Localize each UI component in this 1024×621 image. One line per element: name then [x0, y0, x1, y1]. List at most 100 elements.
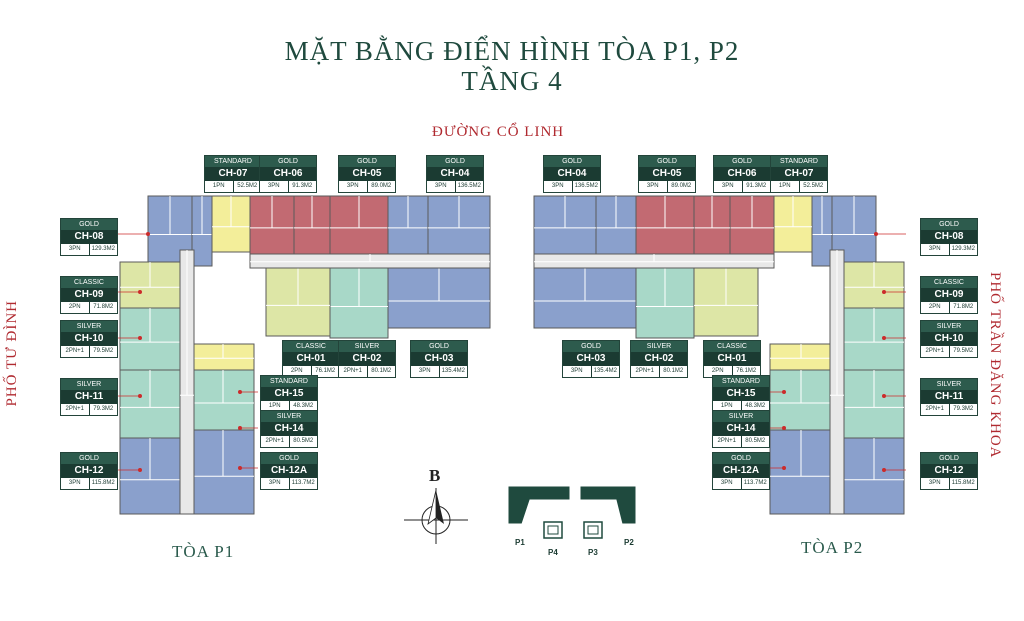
leader-dot [237, 425, 242, 430]
unit-area: 79.3M2 [948, 404, 978, 415]
unit-tier: STANDARD [771, 156, 827, 167]
unit-area: 89.0M2 [366, 181, 396, 192]
unit-beds: 1PN [720, 403, 733, 409]
tower-p2-label: TÒA P2 [801, 538, 864, 557]
unit-tier: GOLD [544, 156, 600, 167]
leader-dot [882, 335, 887, 340]
unit-tier: CLASSIC [283, 341, 339, 352]
p2-corridor-0-partition [830, 250, 844, 396]
unit-area: 80.5M2 [288, 436, 318, 447]
p2-unit-block-13-partition [844, 370, 904, 408]
unit-code: CH-05 [339, 167, 395, 181]
unit-beds: 1PN [212, 183, 225, 189]
unit-tier: GOLD [639, 156, 695, 167]
unit-beds: 3PN [721, 183, 734, 189]
p1-unit-block-4-partition [294, 196, 330, 229]
unit-beds: 2PN+1 [925, 406, 944, 412]
street-right-label: PHỐ TRẦN ĐĂNG KHOA [987, 272, 1003, 459]
p1-unit-block-13-partition [120, 370, 180, 408]
unit-code: CH-03 [411, 352, 467, 366]
leader-dot [137, 289, 142, 294]
unit-tier: GOLD [713, 453, 769, 464]
leader-dot [882, 467, 887, 472]
p1-corridor-0-partition [180, 250, 194, 396]
unit-code: CH-14 [261, 422, 317, 436]
unit-beds: 3PN [434, 183, 447, 189]
unit-area: 91.3M2 [287, 181, 317, 192]
unit-code: CH-14 [713, 422, 769, 436]
p1-corridor-1-partition [250, 254, 490, 263]
unit-code: CH-04 [544, 167, 600, 181]
unit-area: 48.3M2 [740, 401, 770, 412]
unit-beds: 3PN [418, 368, 431, 374]
unit-area: 52.5M2 [232, 181, 262, 192]
unit-code: CH-06 [260, 167, 316, 181]
leader-dot [137, 335, 142, 340]
unit-beds: 2PN+1 [925, 348, 944, 354]
unit-beds: 3PN [68, 246, 81, 252]
leader-dot [882, 393, 887, 398]
leader-dot [237, 389, 242, 394]
unit-beds: 2PN+1 [717, 438, 736, 444]
p2-unit-block-4-partition [694, 196, 730, 229]
keyplan-p2: P2 [624, 538, 634, 547]
unit-beds: 3PN [551, 183, 564, 189]
p2-unit-block-5-partition [636, 196, 694, 229]
compass-icon [404, 488, 468, 544]
p1-unit-block-7-partition [428, 196, 490, 229]
unit-area: 115.8M2 [948, 478, 978, 489]
unit-tier: STANDARD [261, 376, 317, 387]
unit-specs: 1PN 52.5M2 [205, 181, 261, 192]
unit-area: 135.4M2 [438, 366, 468, 377]
unit-tier: GOLD [61, 453, 117, 464]
p1-unit-block-16-partition [192, 370, 254, 404]
unit-tier: STANDARD [713, 376, 769, 387]
unit-tier: SILVER [713, 411, 769, 422]
unit-tier: CLASSIC [61, 277, 117, 288]
unit-tier: GOLD [339, 156, 395, 167]
unit-beds: 3PN [928, 480, 941, 486]
unit-tier: GOLD [921, 219, 977, 230]
unit-code: CH-15 [713, 387, 769, 401]
leader-dot [237, 465, 242, 470]
unit-tier: STANDARD [205, 156, 261, 167]
tower-p2-floor-plan [533, 195, 905, 515]
unit-specs: 1PN 48.3M2 [713, 401, 769, 412]
unit-code: CH-12A [713, 464, 769, 478]
unit-tier: GOLD [261, 453, 317, 464]
p1-unit-block-17-partition [192, 430, 254, 477]
unit-code: CH-10 [921, 332, 977, 346]
unit-beds: 2PN+1 [65, 348, 84, 354]
unit-code: CH-05 [639, 167, 695, 181]
p2-unit-block-14-partition [844, 438, 904, 481]
unit-code: CH-09 [921, 288, 977, 302]
unit-code: CH-01 [704, 352, 760, 366]
unit-code: CH-11 [61, 390, 117, 404]
north-arrow: B [402, 466, 472, 551]
unit-tier: SILVER [921, 379, 977, 390]
p1-unit-block-12-partition [120, 308, 180, 343]
unit-beds: 3PN [267, 183, 280, 189]
unit-code: CH-07 [205, 167, 261, 181]
unit-area: 113.7M2 [740, 478, 770, 489]
unit-beds: 3PN [268, 480, 281, 486]
unit-tier: SILVER [339, 341, 395, 352]
